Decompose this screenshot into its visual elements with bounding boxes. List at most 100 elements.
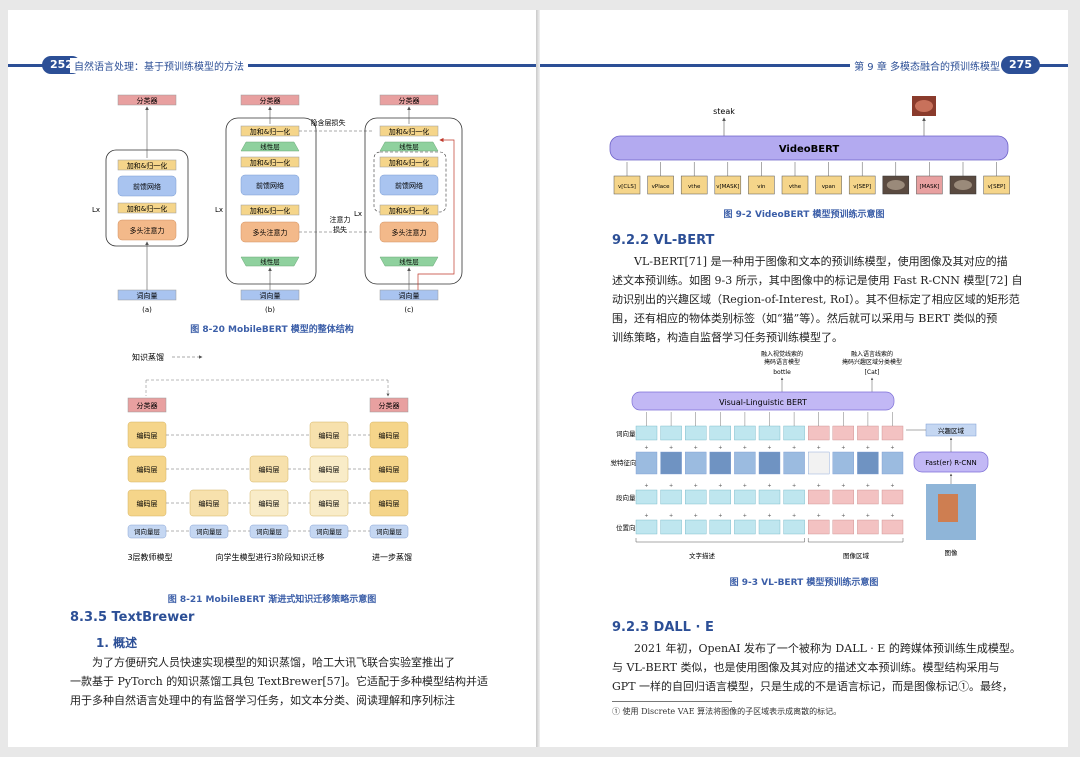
- fig20-b-mha: 多头注意力: [253, 228, 288, 237]
- textbrewer-paragraph: 为了方便研究人员快速实现模型的知识蒸馏，哈工大讯飞联合实验室推出了 一款基于 P…: [70, 653, 488, 710]
- fig3-embedding-cell: [783, 489, 805, 505]
- fig3-plus-sign: +: [743, 445, 747, 451]
- fig2-token-label: vpan: [822, 184, 836, 190]
- fig3-embedding-cell: [807, 489, 830, 505]
- fig3-top2-word: [Cat]: [865, 369, 880, 376]
- fig2-token-label: v[MASK]: [716, 184, 739, 190]
- fig3-plus-sign: +: [644, 445, 648, 451]
- fig3-plus-sign: +: [792, 483, 796, 489]
- subsection-overview-title: 1. 概述: [96, 636, 138, 650]
- fig3-embedding-cell: [881, 489, 904, 505]
- fig2-token-label: v[SEP]: [853, 184, 871, 190]
- fig2-token-label: vthe: [688, 184, 701, 190]
- fig3-embedding-cell: [807, 519, 830, 535]
- vl-bert-paragraph: VL-BERT[71] 是一种用于图像和文本的预训练模型，使用图像及其对应的描 …: [612, 252, 1022, 347]
- fig3-plus-sign: +: [767, 483, 771, 489]
- fig20-a-addnorm-top: 加和&归一化: [127, 161, 167, 170]
- fig3-plus-sign: +: [669, 513, 673, 519]
- fig2-token-box: [647, 175, 674, 195]
- fig3-embedding-cell: [684, 519, 707, 535]
- fig3-group-bracket: [807, 538, 904, 543]
- fig3-group-bracket: [635, 538, 805, 543]
- footnote-rule: [612, 701, 732, 702]
- figure-9-3-caption: 图 9-3 VL-BERT 模型预训练示意图: [729, 578, 879, 588]
- paragraph-line: 2021 年初，OpenAI 发布了一个被称为 DALL · E 的跨媒体预训练…: [634, 642, 1021, 655]
- fig2-token-box: [613, 175, 641, 195]
- fig20-b-addnorm-3: 加和&归一化: [250, 206, 290, 215]
- fig21-further-encoder-3: 编码层: [379, 431, 400, 440]
- right-page: 第 9 章 多模态融合的预训练模型 275 steak VideoBERT v[…: [540, 10, 1068, 747]
- fig20-b-embed: 词向量: [260, 291, 281, 300]
- fig3-embedding-cell: [832, 425, 855, 441]
- fig3-row-label-visual: 视觉特征向量: [610, 458, 644, 467]
- figure-8-20-caption: 图 8-20 MobileBERT 模型的整体结构: [190, 325, 354, 335]
- fig3-row-label-word: 词向量: [616, 429, 636, 438]
- fig20-c-ffn: 前馈网络: [395, 181, 423, 190]
- fig2-token-label: v[SEP]: [988, 184, 1006, 190]
- fig21-stage2-encoder-1: 编码层: [259, 499, 280, 508]
- fig3-embedding-cell: [758, 489, 781, 505]
- fig21-distill-label: 知识蒸馏: [132, 352, 164, 362]
- fig3-embedding-cell: [758, 451, 781, 475]
- fig3-embedding-cell: [635, 489, 658, 505]
- fig20-sub-a: (a): [142, 306, 152, 314]
- fig3-embedding-cell: [857, 519, 879, 535]
- fig3-embedding-cell: [857, 451, 879, 475]
- fig3-plus-sign: +: [743, 513, 747, 519]
- fig3-plus-sign: +: [817, 445, 821, 451]
- fig3-plus-sign: +: [841, 513, 845, 519]
- paragraph-line: 与 VL-BERT 类似，也是使用图像及其对应的描述文本预训练。模型结构采用与: [612, 661, 1000, 674]
- fig3-embedding-cell: [709, 519, 732, 535]
- fig3-embedding-cell: [783, 519, 805, 535]
- fig20-b-lx: Lx: [215, 206, 223, 214]
- fig20-c-linear-bottom: 线性层: [399, 257, 419, 266]
- fig3-plus-sign: +: [890, 483, 894, 489]
- dalle-paragraph: 2021 年初，OpenAI 发布了一个被称为 DALL · E 的跨媒体预训练…: [612, 639, 1021, 696]
- figure-8-21-caption: 图 8-21 MobileBERT 渐进式知识迁移策略示意图: [167, 595, 377, 605]
- fig21-further-classifier: 分类器: [379, 401, 400, 410]
- fig20-c-addnorm-1: 加和&归一化: [389, 127, 429, 136]
- fig21-further-encoder-2: 编码层: [379, 465, 400, 474]
- fig2-model-name: VideoBERT: [779, 144, 840, 155]
- fig2-token-label: vthe: [789, 184, 802, 190]
- paragraph-line: 用于多种自然语言处理中的有监督学习任务，如文本分类、阅读理解和序列标注: [70, 694, 455, 707]
- left-running-header: 252 自然语言处理：基于预训练模型的方法: [8, 56, 536, 74]
- fig3-row-label-position: 位置向量: [616, 523, 643, 532]
- header-rule: [540, 64, 1068, 67]
- fig3-embedding-cell: [857, 489, 879, 505]
- fig2-token-label: vin: [757, 184, 766, 190]
- fig20-c-classifier: 分类器: [399, 96, 420, 105]
- fig3-embedding-cell: [807, 451, 830, 475]
- fig21-stage3-encoder-3: 编码层: [319, 431, 340, 440]
- fig21-teacher-encoder-2: 编码层: [137, 465, 158, 474]
- fig3-plus-sign: +: [644, 483, 648, 489]
- fig3-embedding-cell: [832, 489, 855, 505]
- fig20-attn-loss-1: 注意力: [330, 215, 351, 224]
- fig3-embedding-cell: [881, 519, 904, 535]
- fig3-plus-sign: +: [817, 483, 821, 489]
- fig20-b-linear-top: 线性层: [260, 142, 280, 151]
- fig3-embedding-cell: [881, 451, 904, 475]
- fig3-plus-sign: +: [866, 513, 870, 519]
- fig3-top1-word: bottle: [773, 369, 791, 376]
- left-page: 252 自然语言处理：基于预训练模型的方法 分类器 加和&归一化 前馈网络 加和…: [8, 10, 536, 747]
- fig21-stage3-encoder-2: 编码层: [319, 465, 340, 474]
- fig2-token-box: [781, 175, 809, 195]
- fig3-embedding-cell: [881, 425, 904, 441]
- fig21-teacher-label: 3层教师模型: [127, 552, 172, 562]
- paragraph-line: VL-BERT[71] 是一种用于图像和文本的预训练模型，使用图像及其对应的描: [634, 255, 1008, 268]
- footnote: ① 使用 Discrete VAE 算法将图像的子区域表示成离散的标记。: [612, 707, 842, 716]
- fig20-b-classifier: 分类器: [260, 96, 281, 105]
- figure-8-21-progressive-transfer: 知识蒸馏 分类器 编码层 编码层 编码层 词向量层 3层教师模型 编码层 词向量…: [127, 352, 412, 562]
- fig2-token-box: [748, 175, 775, 195]
- fig3-plus-sign: +: [890, 513, 894, 519]
- figure-8-20-mobilebert-structure: 分类器 加和&归一化 前馈网络 加和&归一化 多头注意力 Lx 词向量 (a) …: [92, 94, 463, 314]
- fig20-a-lx: Lx: [92, 206, 100, 214]
- fig3-embedding-cell: [660, 489, 682, 505]
- fig3-plus-sign: +: [718, 513, 722, 519]
- fig3-plus-sign: +: [694, 513, 698, 519]
- fig3-embedding-cell: [734, 519, 756, 535]
- fig20-panel-b: 分类器 加和&归一化 线性层 加和&归一化 前馈网络 加和&归一化 多头注意力 …: [215, 94, 317, 314]
- fig3-embedding-cell: [709, 425, 732, 441]
- fig21-stage3-embed: 词向量层: [316, 527, 343, 536]
